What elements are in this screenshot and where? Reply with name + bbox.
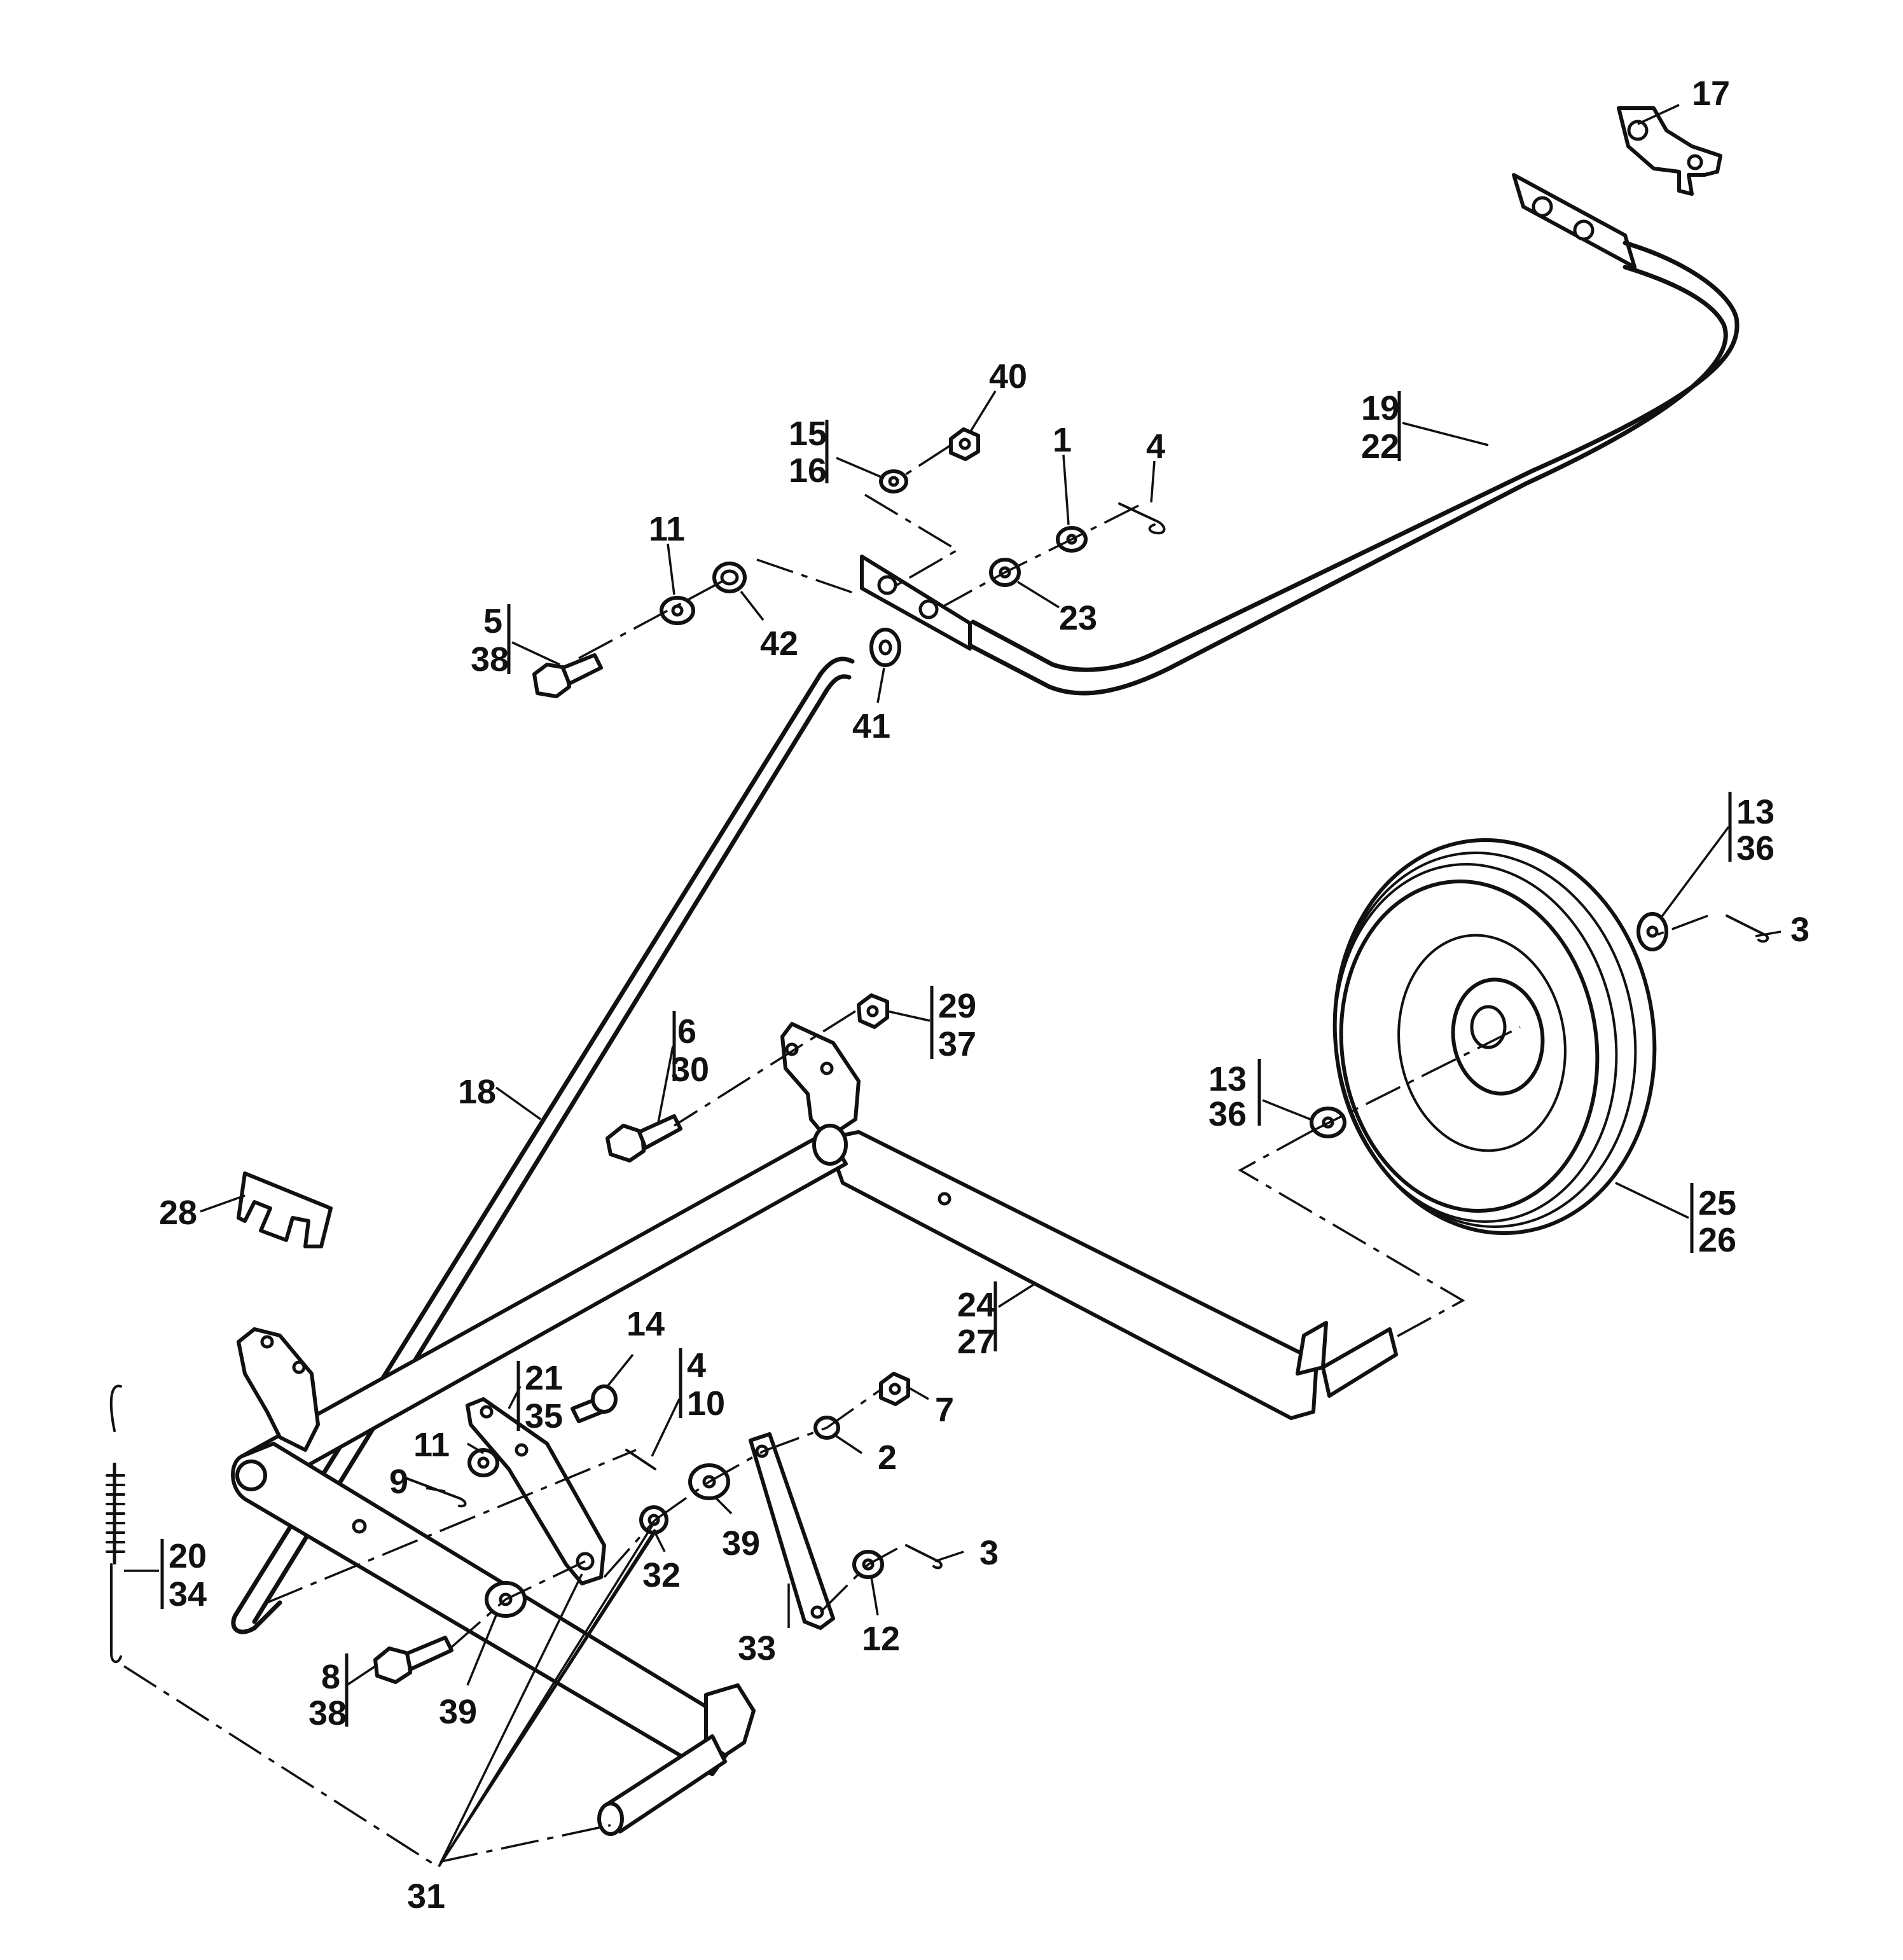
callout-31: 31: [407, 1877, 445, 1915]
callout-33: 33: [738, 1629, 776, 1667]
callout-3-lower: 3: [979, 1534, 999, 1572]
callout-26: 26: [1698, 1221, 1736, 1259]
callout-4: 4: [1146, 427, 1165, 466]
callout-30: 30: [671, 1051, 709, 1089]
callout-36: 36: [1736, 829, 1775, 867]
callout-11-lower: 11: [413, 1426, 450, 1464]
callout-39: 39: [722, 1524, 760, 1563]
callout-35: 35: [525, 1397, 563, 1435]
callout-17: 17: [1692, 74, 1730, 113]
callout-40: 40: [989, 357, 1027, 396]
hardware-lower: [373, 1372, 943, 1684]
callout-1: 1: [1053, 421, 1072, 459]
callout-38: 38: [471, 640, 509, 679]
callout-6: 6: [677, 1012, 696, 1051]
callout-11: 11: [649, 510, 685, 548]
callout-12: 12: [862, 1620, 900, 1658]
callout-21: 21: [525, 1359, 563, 1397]
callout-18: 18: [458, 1073, 496, 1111]
callout-39-lower: 39: [439, 1693, 477, 1731]
hardware-wheel: [606, 912, 1769, 1163]
callout-42: 42: [760, 625, 798, 663]
callout-7: 7: [935, 1391, 954, 1429]
callout-29: 29: [938, 987, 976, 1025]
callout-32: 32: [642, 1556, 681, 1594]
hardware-upper: [532, 427, 1166, 698]
part-arm-21: [466, 1397, 606, 1585]
callout-16: 16: [789, 452, 827, 490]
leader-lines: [124, 104, 1782, 1867]
part-bracket-17: [1617, 106, 1722, 196]
callout-36-lower: 36: [1208, 1095, 1247, 1133]
callout-4-lower: 4: [687, 1346, 706, 1384]
callout-labels: 17 40 15 16 1 4 19 22 11 5 38 42 23 41 1…: [159, 74, 1810, 1915]
callout-38-lower: 38: [308, 1694, 347, 1732]
callout-9: 9: [389, 1463, 408, 1501]
callout-8: 8: [321, 1658, 340, 1696]
callout-13: 13: [1736, 793, 1775, 831]
part-wheel-25: [1332, 838, 1657, 1235]
part-rod-18: [231, 656, 855, 1634]
part-handle-bar-19: [860, 173, 1740, 696]
callout-22: 22: [1361, 427, 1399, 466]
callout-27: 27: [957, 1323, 995, 1361]
callout-19: 19: [1361, 389, 1399, 427]
callout-37: 37: [938, 1025, 976, 1063]
callout-5: 5: [483, 602, 502, 640]
centerlines: [123, 444, 1708, 1865]
callout-3: 3: [1790, 911, 1810, 949]
callout-20: 20: [169, 1537, 207, 1575]
callout-25: 25: [1698, 1184, 1736, 1222]
callout-14: 14: [626, 1305, 665, 1343]
part-clip-28: [237, 1171, 333, 1248]
callout-24: 24: [957, 1286, 995, 1324]
callout-15: 15: [789, 415, 827, 453]
part-link-33: [749, 1432, 835, 1630]
callout-23: 23: [1059, 599, 1097, 637]
callout-10: 10: [687, 1384, 725, 1423]
callout-13-lower: 13: [1208, 1060, 1247, 1098]
callout-34: 34: [169, 1575, 207, 1613]
callout-28: 28: [159, 1194, 197, 1232]
callout-2: 2: [878, 1439, 897, 1477]
part-spring-20: [106, 1384, 125, 1664]
callout-41: 41: [852, 707, 890, 745]
